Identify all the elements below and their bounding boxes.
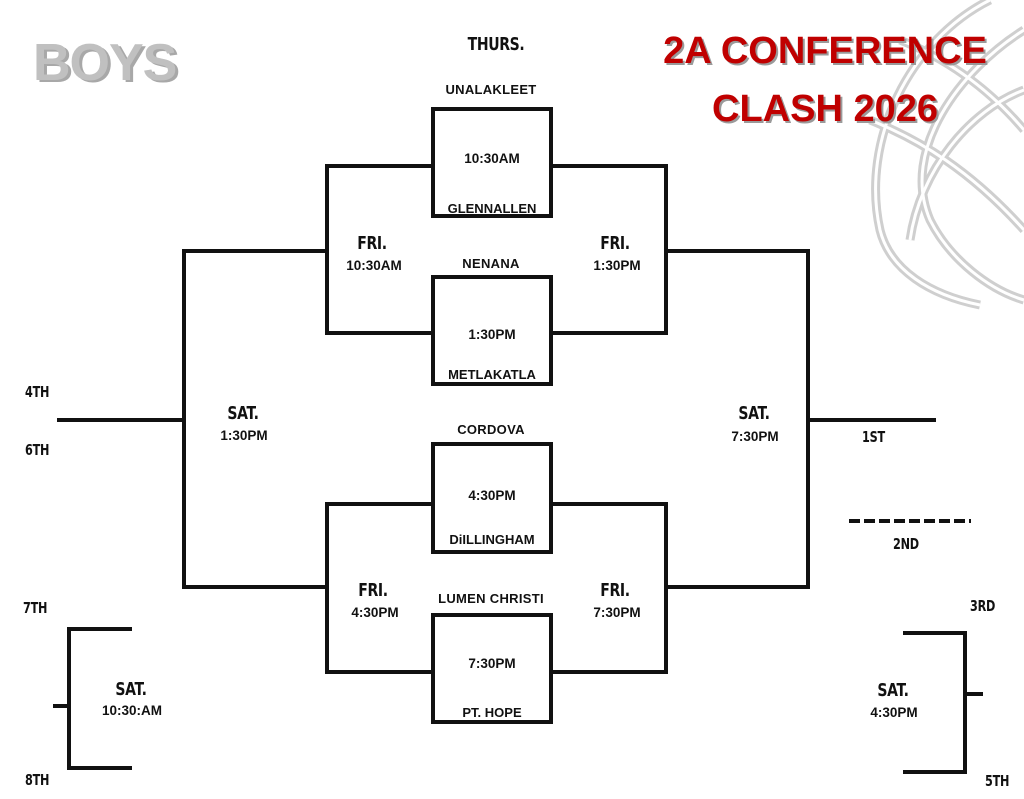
fri-game-3-time: 4:30PM <box>351 605 399 620</box>
bracket-line <box>67 766 132 770</box>
team-cordova: CORDOVA <box>457 422 525 437</box>
bracket-line <box>664 502 668 674</box>
bracket-line <box>664 585 810 589</box>
team-pt-hope: PT. HOPE <box>462 705 522 720</box>
bracket-line <box>549 331 668 335</box>
bracket-line <box>325 331 433 335</box>
bracket-line <box>182 249 329 253</box>
sat-consolation-time: 1:30PM <box>220 428 268 443</box>
team-lumen-christi: LUMEN CHRISTI <box>438 591 544 606</box>
bracket-line <box>664 164 668 335</box>
event-title-line2: CLASH 2026 <box>712 88 938 130</box>
game-box-2[interactable]: 1:30PM METLAKATLA <box>431 275 553 386</box>
sat-third-place-time: 4:30PM <box>870 705 918 720</box>
game-time: 10:30AM <box>464 151 520 166</box>
bracket-line <box>325 164 329 335</box>
game-box-4[interactable]: 7:30PM PT. HOPE <box>431 613 553 724</box>
basketball-watermark-icon <box>868 0 1024 310</box>
bracket-line <box>664 249 810 253</box>
bracket-line <box>325 164 433 168</box>
game-box-1[interactable]: 10:30AM GLENNALLEN <box>431 107 553 218</box>
place-2nd: 2ND <box>893 535 919 553</box>
place-1st: 1ST <box>862 428 885 446</box>
bracket-line <box>549 670 668 674</box>
place-3rd: 3RD <box>970 597 996 615</box>
bracket-line <box>67 627 132 631</box>
bracket-line <box>965 692 983 696</box>
bracket-line <box>549 164 668 168</box>
bracket-line <box>325 502 329 674</box>
round1-day-label: THURS. <box>467 34 525 55</box>
sat-seventh-place-day: SAT. <box>115 679 147 700</box>
bracket-line <box>325 670 433 674</box>
team-metlakatla: METLAKATLA <box>448 367 536 382</box>
bracket-line <box>549 502 668 506</box>
bracket-line <box>182 249 186 589</box>
fri-game-1-time: 10:30AM <box>346 258 402 273</box>
fri-game-2-time: 1:30PM <box>593 258 641 273</box>
bracket-line <box>325 502 433 506</box>
team-glennallen: GLENNALLEN <box>447 201 537 216</box>
sat-seventh-place-time: 10:30:AM <box>101 703 163 718</box>
fri-game-4-time: 7:30PM <box>593 605 641 620</box>
fri-game-4-day: FRI. <box>600 580 630 601</box>
bracket-line <box>963 631 967 774</box>
bracket-line <box>903 631 967 635</box>
bracket-line <box>53 704 69 708</box>
game-box-3[interactable]: 4:30PM DiILLINGHAM <box>431 442 553 554</box>
place-8th: 8TH <box>25 771 50 789</box>
fri-game-2-day: FRI. <box>600 233 630 254</box>
bracket-line <box>903 770 967 774</box>
game-time: 4:30PM <box>468 488 516 503</box>
team-unalakleet: UNALAKLEET <box>445 82 537 97</box>
team-dillingham: DiILLINGHAM <box>449 532 535 547</box>
bracket-line <box>182 585 329 589</box>
game-time: 1:30PM <box>468 327 516 342</box>
bracket-line <box>808 418 936 422</box>
division-label: BOYS <box>33 34 177 92</box>
sat-third-place-day: SAT. <box>877 680 909 701</box>
game-time: 7:30PM <box>468 656 516 671</box>
place-6th: 6TH <box>25 441 50 459</box>
place-5th: 5TH <box>985 772 1010 790</box>
place-7th: 7TH <box>23 599 48 617</box>
sat-championship-time: 7:30PM <box>731 429 779 444</box>
fri-game-1-day: FRI. <box>357 233 387 254</box>
sat-consolation-day: SAT. <box>227 403 259 424</box>
team-nenana: NENANA <box>462 256 520 271</box>
event-title-line1: 2A CONFERENCE <box>663 30 987 72</box>
place-4th: 4TH <box>25 383 50 401</box>
fri-game-3-day: FRI. <box>358 580 388 601</box>
bracket-line <box>67 627 71 770</box>
bracket-line <box>57 418 184 422</box>
second-place-dashed-line <box>849 519 971 523</box>
sat-championship-day: SAT. <box>738 403 770 424</box>
